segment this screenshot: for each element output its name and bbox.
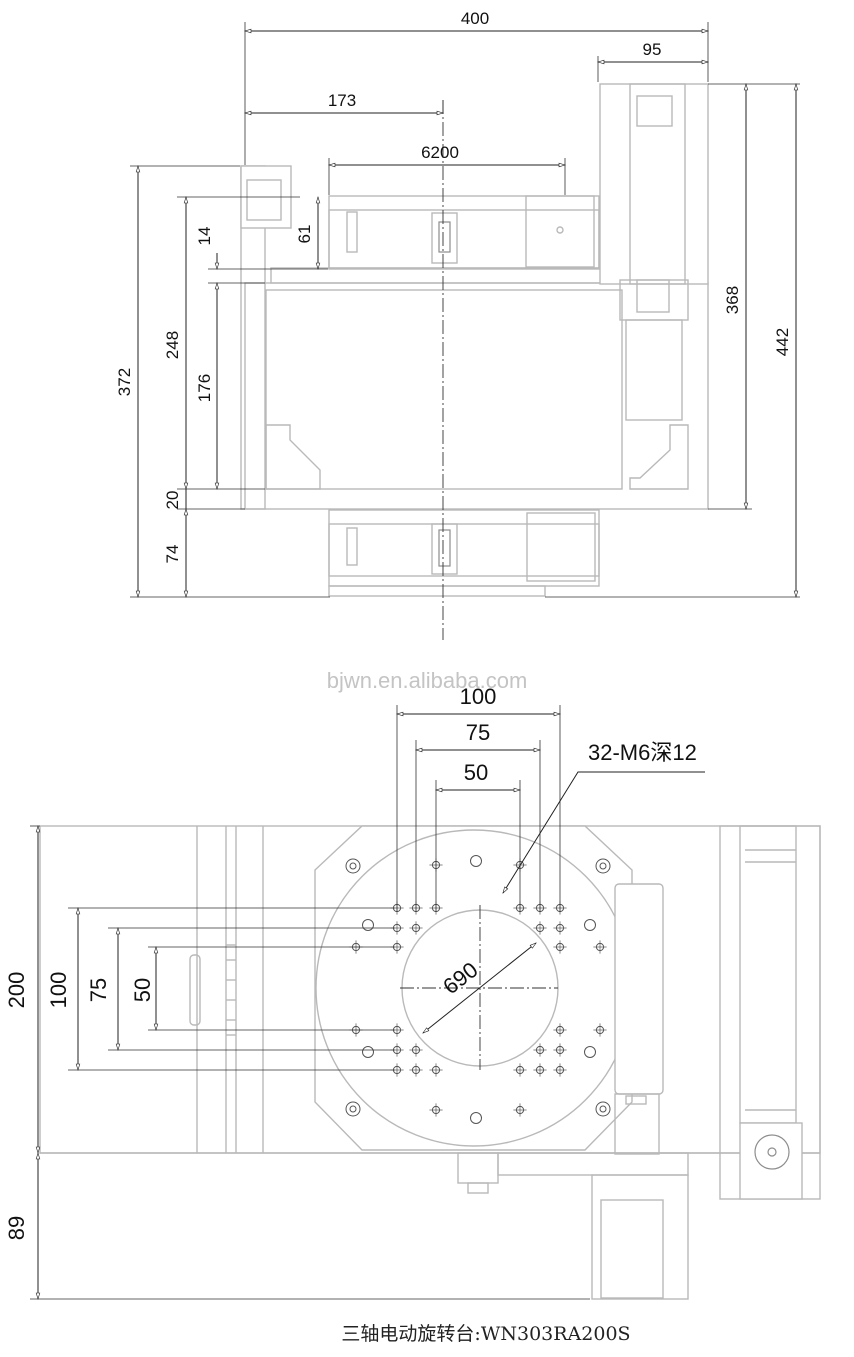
- dim-74: 74: [163, 545, 182, 564]
- dim-6200: 6200: [421, 143, 459, 162]
- counterbore-hole: [584, 1046, 596, 1058]
- dim-100: 100: [460, 684, 497, 709]
- upper-stage-slot: [346, 211, 358, 253]
- left-knob: [189, 954, 201, 1026]
- gearbox: [614, 883, 664, 1095]
- dim-v100: 100: [46, 972, 71, 1009]
- right-stage-body: [629, 83, 686, 285]
- thread-callout: 32-M6深12: [588, 740, 697, 765]
- dim-173: 173: [328, 91, 356, 110]
- right-motor-end: [739, 1122, 803, 1200]
- left-block-inner: [246, 179, 282, 221]
- lower-stage-carriage: [431, 523, 458, 575]
- upper-motor-screw: [556, 226, 564, 234]
- dim-372: 372: [115, 368, 134, 396]
- dim-14: 14: [195, 227, 214, 246]
- dim-61: 61: [295, 225, 314, 244]
- lower-nut: [457, 1152, 499, 1184]
- counterbore-hole: [470, 1112, 482, 1124]
- dim-400: 400: [461, 9, 489, 28]
- gearbox-lower: [614, 1093, 660, 1155]
- right-motor-inner: [739, 825, 797, 1124]
- dim-95: 95: [643, 40, 662, 59]
- dim-20: 20: [163, 491, 182, 510]
- dim-v50: 50: [130, 978, 155, 1002]
- bottom-view: 100 75 50 32-M6深12 690 100 75 50 200 89: [4, 684, 821, 1301]
- right-stage-cap: [636, 95, 673, 127]
- lower-motor: [526, 512, 596, 582]
- lower-stage-body: [328, 523, 600, 577]
- right-motor-flange: [636, 279, 670, 313]
- right-gusset: [629, 424, 689, 490]
- dim-50: 50: [464, 760, 488, 785]
- lower-stage: [328, 509, 600, 587]
- top-view: 400 95 173 6200 372 248 14 176 61 20 74 …: [115, 9, 800, 640]
- dim-75: 75: [466, 720, 490, 745]
- upper-connector: [438, 221, 451, 253]
- base-plate: [244, 282, 709, 510]
- base-inner: [265, 289, 623, 490]
- upper-motor: [525, 195, 595, 268]
- watermark-text: bjwn.en.alibaba.com: [327, 668, 528, 693]
- lower-rail-bar: [328, 585, 546, 597]
- counterbore-hole: [362, 919, 374, 931]
- dim-248: 248: [163, 331, 182, 359]
- upper-stage-carriage: [431, 212, 458, 264]
- dim-v89: 89: [4, 1216, 29, 1240]
- right-motor: [625, 319, 683, 421]
- right-stage: [599, 83, 709, 285]
- drawing-caption: 三轴电动旋转台:WN303RA200S: [341, 1323, 630, 1345]
- left-gusset: [265, 424, 321, 490]
- dim-v200: 200: [4, 972, 29, 1009]
- counterbore-hole: [362, 1046, 374, 1058]
- dim-v75: 75: [86, 978, 111, 1002]
- dim-368: 368: [723, 286, 742, 314]
- right-motor-mount: [619, 279, 689, 321]
- dim-176: 176: [195, 374, 214, 402]
- lower-bracket: [497, 1152, 689, 1176]
- counterbore-hole: [584, 919, 596, 931]
- dim-442: 442: [773, 328, 792, 356]
- lower-stage-slot: [346, 527, 358, 566]
- lower-motor-body: [600, 1199, 664, 1299]
- counterbore-hole: [470, 855, 482, 867]
- lower-connector: [438, 529, 451, 567]
- lower-motor: [591, 1174, 689, 1300]
- upper-rail-bar: [270, 267, 622, 284]
- right-motor-shaft: [754, 1134, 790, 1170]
